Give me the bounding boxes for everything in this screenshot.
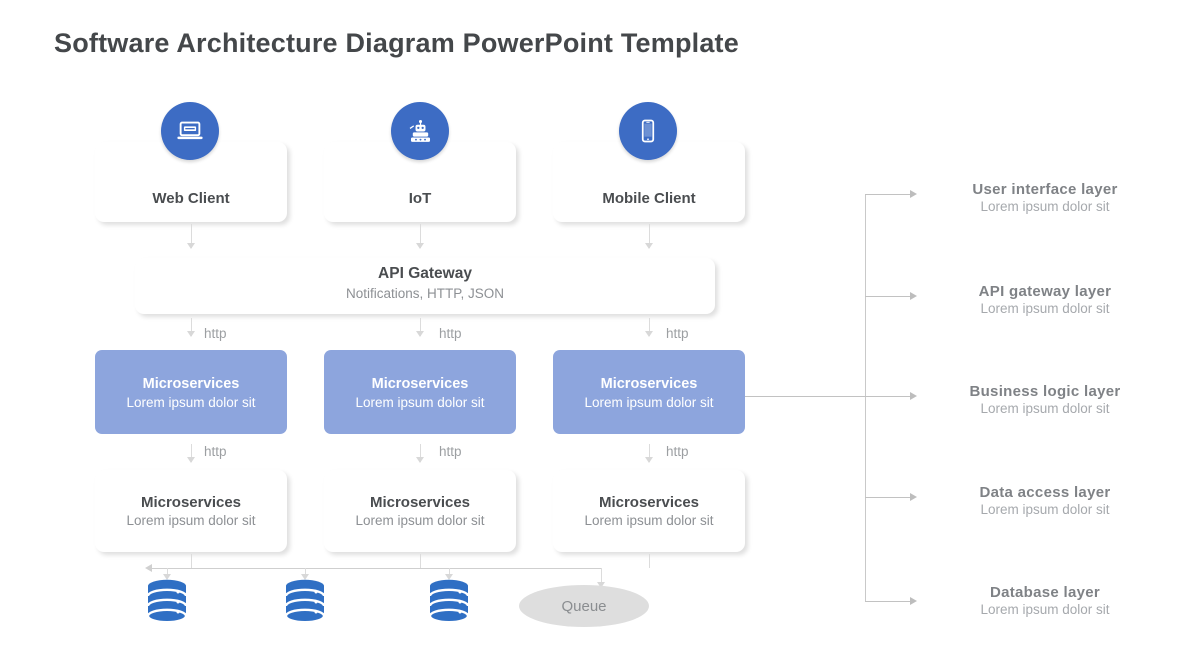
layer-branch-4 (865, 497, 911, 498)
arrow-down-icon (645, 243, 653, 249)
data-bus-line (150, 568, 602, 569)
arrow-down-icon (445, 574, 453, 580)
microservice-subtitle: Lorem ipsum dolor sit (584, 513, 714, 528)
arrow-down-icon (187, 457, 195, 463)
connector-micro-to-bus-1 (191, 554, 192, 568)
connector-micro-to-bus-2 (420, 554, 421, 568)
layer-api-gateway[interactable]: API gateway layer Lorem ipsum dolor sit (930, 283, 1160, 316)
client-card-label: Mobile Client (602, 190, 696, 207)
protocol-label-http: http (666, 326, 689, 341)
smartphone-icon (619, 102, 677, 160)
connector-bus-to-db-1 (167, 568, 168, 578)
protocol-label-http: http (204, 444, 227, 459)
layer-subtitle: Lorem ipsum dolor sit (980, 602, 1110, 617)
api-gateway-card[interactable]: API Gateway Notifications, HTTP, JSON (135, 258, 715, 314)
client-card-label: IoT (408, 190, 432, 207)
microservice-title: Microservices (369, 494, 471, 511)
arrow-down-icon (416, 243, 424, 249)
page-title: Software Architecture Diagram PowerPoint… (54, 28, 739, 58)
connector-micro-to-micro-2 (420, 444, 421, 462)
microservice-secondary-3[interactable]: Microservices Lorem ipsum dolor sit (553, 470, 745, 552)
layer-database[interactable]: Database layer Lorem ipsum dolor sit (930, 584, 1160, 617)
robot-icon (391, 102, 449, 160)
connector-bus-to-db-3 (449, 568, 450, 578)
microservice-subtitle: Lorem ipsum dolor sit (355, 395, 485, 410)
protocol-label-http: http (439, 444, 462, 459)
arrow-down-icon (301, 574, 309, 580)
protocol-label-http: http (204, 326, 227, 341)
arrow-right-icon (910, 190, 917, 198)
layer-branch-2 (865, 296, 911, 297)
connector-micro-to-micro-1 (191, 444, 192, 462)
arrow-right-icon (910, 292, 917, 300)
connector-web-to-gateway (191, 224, 192, 248)
layer-branch-3 (745, 396, 911, 397)
connector-micro-to-bus-3 (649, 554, 650, 568)
arrow-down-icon (187, 331, 195, 337)
connector-gateway-to-micro-1 (191, 318, 192, 336)
layer-subtitle: Lorem ipsum dolor sit (980, 199, 1110, 214)
arrow-right-icon (910, 493, 917, 501)
microservice-primary-2[interactable]: Microservices Lorem ipsum dolor sit (324, 350, 516, 434)
layer-business-logic[interactable]: Business logic layer Lorem ipsum dolor s… (930, 383, 1160, 416)
microservice-subtitle: Lorem ipsum dolor sit (584, 395, 714, 410)
microservice-title: Microservices (598, 494, 700, 511)
queue-label: Queue (561, 597, 607, 615)
connector-micro-to-micro-3 (649, 444, 650, 462)
database-cylinder-3[interactable] (427, 578, 471, 628)
microservice-primary-3[interactable]: Microservices Lorem ipsum dolor sit (553, 350, 745, 434)
api-gateway-title: API Gateway (378, 265, 472, 282)
database-cylinder-1[interactable] (145, 578, 189, 628)
arrow-down-icon (416, 457, 424, 463)
microservice-subtitle: Lorem ipsum dolor sit (126, 395, 256, 410)
microservice-title: Microservices (142, 376, 240, 392)
arrow-down-icon (645, 457, 653, 463)
layer-branch-1 (865, 194, 911, 195)
arrow-down-icon (645, 331, 653, 337)
connector-gateway-to-micro-3 (649, 318, 650, 336)
database-cylinder-2[interactable] (283, 578, 327, 628)
layer-title: Data access layer (979, 484, 1111, 501)
microservice-title: Microservices (140, 494, 242, 511)
arrow-right-icon (910, 392, 917, 400)
arrow-down-icon (416, 331, 424, 337)
connector-iot-to-gateway (420, 224, 421, 248)
layer-title: API gateway layer (978, 283, 1112, 300)
client-card-label: Web Client (152, 190, 230, 207)
arrow-down-icon (163, 574, 171, 580)
microservice-subtitle: Lorem ipsum dolor sit (126, 513, 256, 528)
laptop-icon (161, 102, 219, 160)
layer-title: User interface layer (972, 181, 1118, 198)
microservice-title: Microservices (371, 376, 469, 392)
microservice-title: Microservices (600, 376, 698, 392)
microservice-secondary-2[interactable]: Microservices Lorem ipsum dolor sit (324, 470, 516, 552)
queue-node[interactable]: Queue (519, 585, 649, 627)
protocol-label-http: http (666, 444, 689, 459)
layer-title: Business logic layer (969, 383, 1121, 400)
arrow-left-icon (145, 564, 152, 572)
protocol-label-http: http (439, 326, 462, 341)
microservice-secondary-1[interactable]: Microservices Lorem ipsum dolor sit (95, 470, 287, 552)
layer-data-access[interactable]: Data access layer Lorem ipsum dolor sit (930, 484, 1160, 517)
layer-user-interface[interactable]: User interface layer Lorem ipsum dolor s… (930, 181, 1160, 214)
connector-gateway-to-micro-2 (420, 318, 421, 336)
microservice-primary-1[interactable]: Microservices Lorem ipsum dolor sit (95, 350, 287, 434)
layer-subtitle: Lorem ipsum dolor sit (980, 502, 1110, 517)
connector-mobile-to-gateway (649, 224, 650, 248)
arrow-right-icon (910, 597, 917, 605)
layer-spine-line (865, 194, 866, 602)
layer-subtitle: Lorem ipsum dolor sit (980, 401, 1110, 416)
arrow-down-icon (187, 243, 195, 249)
layer-title: Database layer (989, 584, 1101, 601)
api-gateway-subtitle: Notifications, HTTP, JSON (345, 286, 505, 301)
microservice-subtitle: Lorem ipsum dolor sit (355, 513, 485, 528)
connector-bus-to-db-2 (305, 568, 306, 578)
connector-bus-to-queue (601, 568, 602, 586)
layer-branch-5 (865, 601, 911, 602)
layer-subtitle: Lorem ipsum dolor sit (980, 301, 1110, 316)
